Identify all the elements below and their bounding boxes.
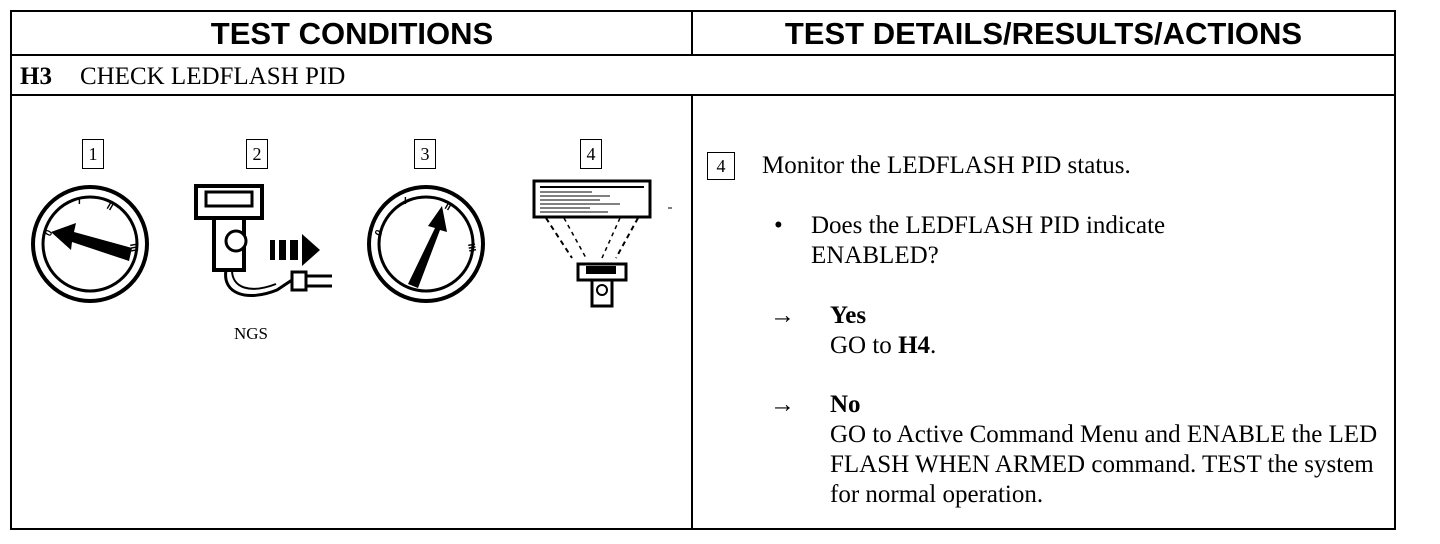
- svg-text:III: III: [465, 243, 477, 253]
- svg-text:I: I: [78, 196, 81, 207]
- svg-text:0: 0: [373, 228, 386, 239]
- ngs-tester-connect-icon: [194, 184, 332, 298]
- no-response: No GO to Active Command Menu and ENABLE …: [830, 390, 1390, 510]
- svg-text:I: I: [404, 196, 407, 207]
- no-action: GO to Active Command Menu and ENABLE the…: [830, 421, 1378, 508]
- details-step-number: 4: [707, 152, 735, 180]
- instruction-text: Monitor the LEDFLASH PID status.: [762, 152, 1131, 179]
- illustration-number-1: 1: [82, 139, 104, 169]
- svg-text:0: 0: [43, 228, 56, 239]
- question-text: Does the LEDFLASH PID indicate ENABLED?: [811, 212, 1166, 269]
- yes-response: Yes GO to H4.: [830, 301, 1390, 361]
- ignition-key-on-icon: 0 I II III: [367, 185, 485, 303]
- header-test-details: TEST DETAILS/RESULTS/ACTIONS: [784, 16, 1303, 51]
- scan-tool-display-icon: [532, 179, 672, 308]
- yes-arrow: →: [770, 302, 795, 329]
- svg-text:II: II: [443, 201, 454, 213]
- procedure-table: TEST CONDITIONS TEST DETAILS/RESULTS/ACT…: [10, 10, 1396, 530]
- no-label: No: [830, 391, 861, 418]
- column-divider: [691, 94, 693, 528]
- step-title: CHECK LEDFLASH PID: [79, 63, 346, 90]
- yes-label: Yes: [830, 302, 867, 329]
- header-divider: [691, 12, 693, 54]
- header-test-conditions: TEST CONDITIONS: [210, 16, 494, 51]
- svg-text:II: II: [105, 201, 116, 213]
- tool-label: NGS: [234, 324, 269, 343]
- yes-action-prefix: GO to: [830, 332, 899, 359]
- svg-text:III: III: [127, 243, 139, 253]
- yes-action-target: H4: [898, 332, 931, 359]
- illustration-number-3: 3: [414, 139, 436, 169]
- header-rule: [12, 54, 1394, 56]
- question-bullet: •: [774, 212, 783, 239]
- ignition-key-off-icon: 0 I II III: [31, 185, 149, 303]
- step-rule: [12, 94, 1394, 96]
- details-panel: 4 Monitor the LEDFLASH PID status. • Doe…: [704, 108, 1394, 528]
- step-id: H3: [20, 63, 52, 90]
- no-arrow: →: [770, 391, 795, 418]
- illustration-number-4: 4: [580, 139, 602, 169]
- yes-action-suffix: .: [930, 332, 937, 359]
- step-heading: H3 CHECK LEDFLASH PID: [20, 62, 345, 92]
- illustration-number-2: 2: [246, 139, 268, 169]
